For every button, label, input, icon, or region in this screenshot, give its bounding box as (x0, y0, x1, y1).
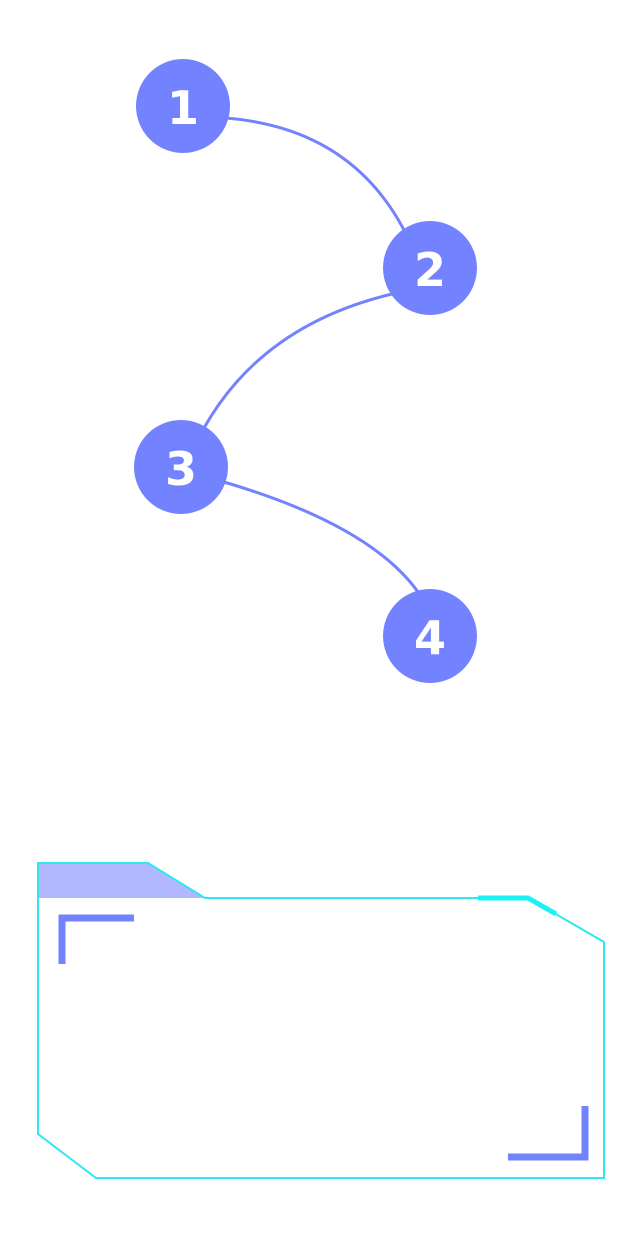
step-label-2: 2 (414, 243, 446, 297)
step-circle-2 (383, 221, 477, 315)
connector-2-3 (202, 292, 393, 429)
connector-3-4 (223, 480, 420, 593)
step-circle-3 (134, 420, 228, 514)
step-node-1: 1 (136, 59, 230, 153)
step-circle-1 (136, 59, 230, 153)
step-label-3: 3 (165, 442, 197, 496)
corner-bracket-top-left (58, 914, 134, 964)
connector-1-2 (225, 116, 406, 231)
step-connectors (202, 116, 420, 593)
tech-frame-panel (37, 862, 605, 1179)
step-label-4: 4 (414, 611, 446, 665)
step-circle-4 (383, 589, 477, 683)
step-label-1: 1 (167, 81, 199, 135)
step-node-2: 2 (383, 221, 477, 315)
frame-highlight-accent (478, 895, 558, 917)
frame-outline (37, 862, 605, 1179)
corner-bracket-bottom-right (508, 1106, 589, 1161)
step-node-4: 4 (383, 589, 477, 683)
step-node-3: 3 (134, 420, 228, 514)
frame-tab-fill (38, 863, 205, 898)
